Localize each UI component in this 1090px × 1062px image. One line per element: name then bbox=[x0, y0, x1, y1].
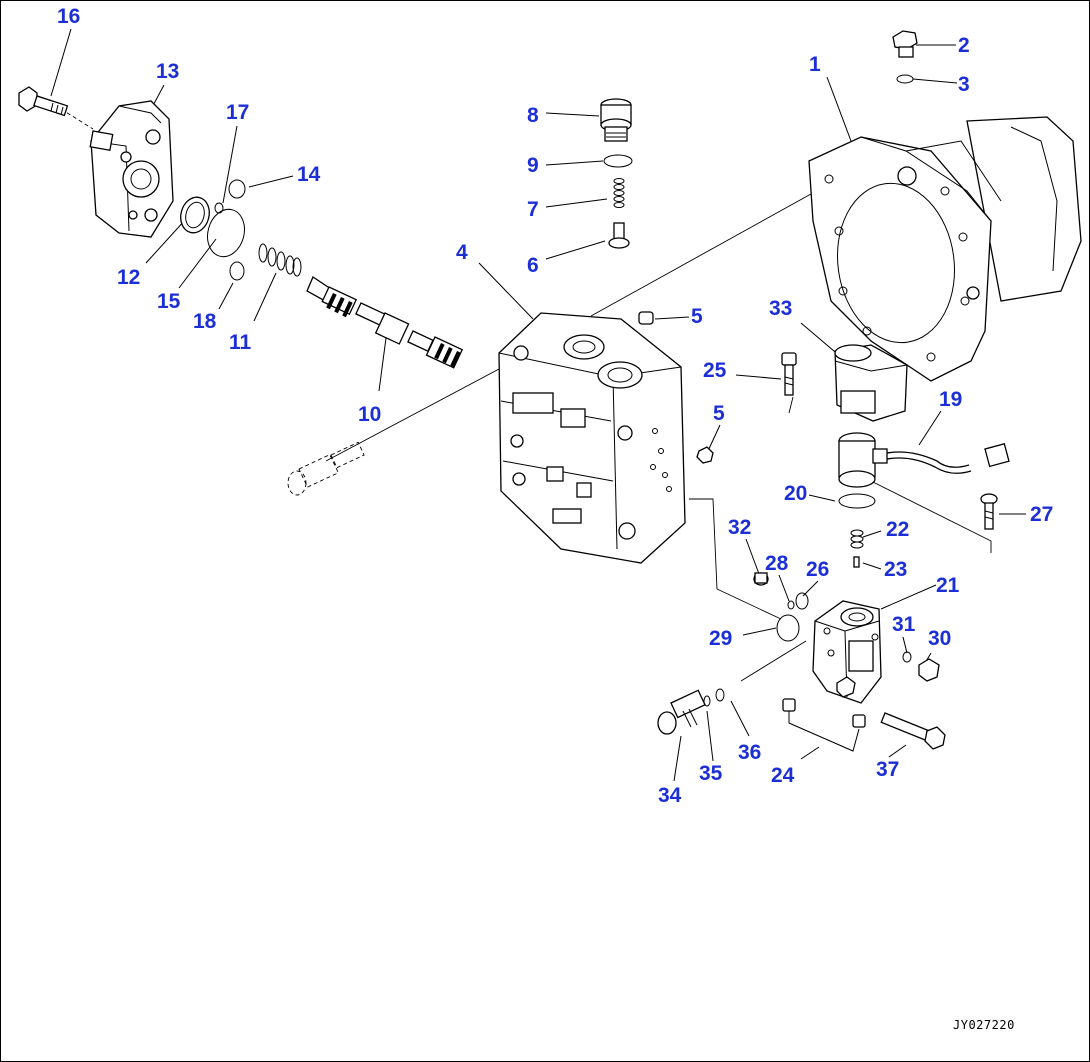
callout-12: 12 bbox=[117, 266, 141, 289]
callout-28: 28 bbox=[765, 552, 789, 575]
callout-3: 3 bbox=[958, 73, 970, 96]
callout-25: 25 bbox=[703, 359, 727, 382]
assembly-axis-lines bbox=[60, 108, 992, 682]
callout-9: 9 bbox=[527, 154, 539, 177]
callout-24: 24 bbox=[771, 764, 795, 787]
part-22-spring bbox=[850, 529, 864, 549]
part-24-plugs bbox=[782, 698, 866, 728]
part-27-screw bbox=[980, 493, 998, 530]
callout-4: 4 bbox=[456, 241, 468, 264]
callout-16: 16 bbox=[57, 5, 81, 28]
part-9-o-ring bbox=[603, 154, 633, 168]
part-34-bolt bbox=[657, 689, 706, 735]
callout-37: 37 bbox=[876, 758, 900, 781]
part-33-solenoid bbox=[834, 344, 908, 422]
part-23-pin bbox=[853, 556, 860, 568]
part-16-bolt bbox=[18, 86, 69, 117]
part-32-fitting bbox=[753, 572, 769, 586]
part-8-plug bbox=[600, 98, 632, 142]
callout-23: 23 bbox=[884, 558, 908, 581]
callout-14: 14 bbox=[297, 163, 321, 186]
part-7-spring bbox=[613, 178, 625, 208]
part-25-bolt bbox=[781, 352, 797, 396]
callout-2: 2 bbox=[958, 34, 970, 57]
part-6-poppet bbox=[608, 222, 630, 249]
part-19-solenoid-valve bbox=[838, 432, 1010, 488]
part-13-cover bbox=[89, 100, 174, 238]
callout-7: 7 bbox=[527, 198, 539, 221]
callout-36: 36 bbox=[738, 741, 762, 764]
callout-18: 18 bbox=[193, 310, 217, 333]
callout-33: 33 bbox=[769, 297, 793, 320]
callout-27: 27 bbox=[1030, 503, 1054, 526]
callout-5-upper: 5 bbox=[691, 305, 703, 328]
callout-13: 13 bbox=[156, 60, 180, 83]
part-3-o-ring bbox=[896, 74, 914, 84]
callout-35: 35 bbox=[699, 762, 723, 785]
callout-32: 32 bbox=[728, 516, 752, 539]
callout-8: 8 bbox=[527, 104, 539, 127]
callout-22: 22 bbox=[886, 518, 910, 541]
callout-15: 15 bbox=[157, 290, 181, 313]
callout-30: 30 bbox=[928, 627, 952, 650]
ghost-plug bbox=[287, 441, 365, 496]
leader-lines bbox=[50, 28, 1026, 782]
callout-19: 19 bbox=[939, 388, 963, 411]
part-37-bolt bbox=[880, 712, 946, 750]
part-11-spring bbox=[258, 243, 302, 277]
callout-5-lower: 5 bbox=[713, 402, 725, 425]
callout-34: 34 bbox=[658, 784, 682, 807]
callout-10: 10 bbox=[358, 403, 382, 426]
part-1-motor-housing bbox=[808, 116, 1082, 382]
part-21-valve-block bbox=[812, 600, 882, 704]
part-30-plug bbox=[918, 658, 940, 682]
callout-20: 20 bbox=[784, 482, 808, 505]
callout-6: 6 bbox=[527, 254, 539, 277]
part-4-valve-body bbox=[498, 312, 686, 564]
part-5-plugs bbox=[638, 311, 714, 464]
part-2-plug bbox=[892, 30, 918, 58]
callout-11: 11 bbox=[229, 331, 252, 354]
small-seals bbox=[703, 592, 912, 707]
callout-1: 1 bbox=[809, 53, 821, 76]
callout-17: 17 bbox=[226, 101, 250, 124]
drawing-code: JY027220 bbox=[953, 1018, 1015, 1032]
callout-31: 31 bbox=[892, 613, 916, 636]
part-20-o-ring bbox=[838, 493, 876, 509]
seal-rings bbox=[180, 179, 246, 281]
callout-29: 29 bbox=[709, 627, 733, 650]
callout-26: 26 bbox=[806, 558, 830, 581]
part-10-spool bbox=[306, 276, 464, 369]
callout-21: 21 bbox=[936, 574, 960, 597]
